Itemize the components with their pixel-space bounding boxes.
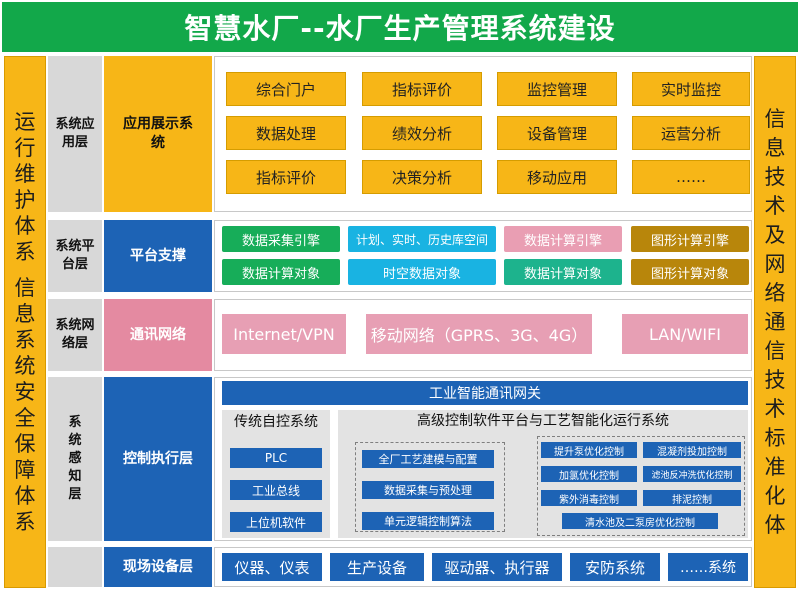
traditional-item-scada: 上位机软件	[230, 512, 322, 532]
advanced-right-group	[537, 436, 745, 536]
left-side-label: 运 行 维 护 体 系 信 息 系 统 安 全 保 障 体 系	[4, 56, 46, 588]
network-item-internet-vpn: Internet/VPN	[222, 314, 346, 354]
left-side-char: 体	[14, 214, 36, 238]
layer-label-application: 系统应用层	[48, 56, 102, 212]
right-side-char: 及	[764, 222, 786, 247]
left-side-char: 系	[14, 510, 36, 534]
traditional-item-plc: PLC	[230, 448, 322, 468]
field-item-production: 生产设备	[330, 553, 424, 581]
advanced-control-title: 高级控制软件平台与工艺智能化运行系统	[417, 413, 669, 429]
right-side-char: 术	[764, 396, 786, 421]
adv-item-plant-modeling: 全厂工艺建模与配置	[362, 450, 494, 468]
left-side-char: 息	[14, 302, 36, 326]
right-side-char: 网	[764, 251, 786, 276]
platform-item-data-collect-engine: 数据采集引擎	[222, 226, 340, 252]
app-item-mobile: 移动应用	[497, 160, 617, 194]
right-side-char: 络	[764, 280, 786, 305]
left-side-char: 维	[14, 162, 36, 186]
right-side-char: 信	[764, 106, 786, 131]
right-side-char: 息	[764, 135, 786, 160]
app-item-equipment: 设备管理	[497, 116, 617, 150]
adv-item-backwash: 滤池反冲洗优化控制	[643, 466, 741, 482]
field-item-more-systems: ……系统	[668, 553, 748, 581]
page-title: 智慧水厂--水厂生产管理系统建设	[2, 2, 798, 52]
network-item-mobile: 移动网络（GPRS、3G、4G）	[366, 314, 592, 354]
sublayer-comm-network: 通讯网络	[104, 299, 212, 371]
adv-item-chlorination: 加氯优化控制	[541, 466, 637, 482]
left-side-char: 保	[14, 432, 36, 456]
app-item-decision: 决策分析	[362, 160, 482, 194]
app-item-performance: 绩效分析	[362, 116, 482, 150]
platform-item-graphic-compute-engine: 图形计算引擎	[631, 226, 749, 252]
field-layer-left-block	[48, 547, 102, 587]
platform-item-data-compute-engine: 数据计算引擎	[504, 226, 622, 252]
platform-item-spatiotemporal-object: 时空数据对象	[348, 259, 496, 285]
left-side-char: 运	[14, 110, 36, 134]
adv-item-coagulant-dosing: 混凝剂投加控制	[643, 442, 741, 458]
right-side-char: 化	[764, 483, 786, 508]
app-item-operations: 运营分析	[632, 116, 750, 150]
sublayer-control-execution: 控制执行层	[104, 377, 212, 541]
left-side-char: 护	[14, 188, 36, 212]
left-side-char: 系	[14, 240, 36, 264]
left-side-char: 系	[14, 328, 36, 352]
right-side-label: 信 息 技 术 及 网 络 通 信 技 术 标 准 化 体	[754, 56, 796, 588]
traditional-item-fieldbus: 工业总线	[230, 480, 322, 500]
right-side-char: 标	[764, 425, 786, 450]
app-item-indicator: 指标评价	[362, 72, 482, 106]
layer-label-perception: 系统感知层	[48, 377, 102, 541]
left-side-char: 信	[14, 276, 36, 300]
layer-label-network: 系统网络层	[48, 299, 102, 371]
layer-label-platform: 系统平台层	[48, 220, 102, 292]
traditional-control-title: 传统自控系统	[234, 414, 318, 430]
platform-item-data-compute-object: 数据计算对象	[222, 259, 340, 285]
adv-item-clearwater-pump: 清水池及二泵房优化控制	[562, 513, 718, 529]
field-item-security: 安防系统	[570, 553, 660, 581]
app-item-monitor-mgmt: 监控管理	[497, 72, 617, 106]
app-item-data-processing: 数据处理	[226, 116, 346, 150]
app-item-realtime-monitor: 实时监控	[632, 72, 750, 106]
adv-item-sludge-discharge: 排泥控制	[643, 490, 741, 506]
sublayer-field-equipment: 现场设备层	[104, 547, 212, 587]
platform-item-data-compute-object-2: 数据计算对象	[504, 259, 622, 285]
app-item-more: ……	[632, 160, 750, 194]
left-side-char: 障	[14, 458, 36, 482]
adv-item-logic-control: 单元逻辑控制算法	[362, 512, 494, 530]
left-side-char: 行	[14, 136, 36, 160]
field-item-drivers: 驱动器、执行器	[432, 553, 562, 581]
sublayer-platform-support: 平台支撑	[104, 220, 212, 292]
adv-item-data-preprocessing: 数据采集与预处理	[362, 481, 494, 499]
adv-item-uv-disinfection: 紫外消毒控制	[541, 490, 637, 506]
left-side-char: 全	[14, 406, 36, 430]
app-item-indicator-2: 指标评价	[226, 160, 346, 194]
field-item-instruments: 仪器、仪表	[222, 553, 322, 581]
left-side-char: 统	[14, 354, 36, 378]
platform-item-history-db: 计划、实时、历史库空间	[348, 226, 496, 252]
network-item-lan-wifi: LAN/WIFI	[622, 314, 748, 354]
left-side-char: 体	[14, 484, 36, 508]
platform-item-graphic-compute-object: 图形计算对象	[631, 259, 749, 285]
right-side-char: 准	[764, 454, 786, 479]
sublayer-application-display: 应用展示系统	[104, 56, 212, 212]
right-side-char: 技	[764, 164, 786, 189]
right-side-char: 通	[764, 309, 786, 334]
right-side-char: 体	[764, 512, 786, 537]
right-side-char: 技	[764, 367, 786, 392]
left-side-char: 安	[14, 380, 36, 404]
right-side-char: 信	[764, 338, 786, 363]
advanced-left-group	[355, 442, 505, 532]
right-side-char: 术	[764, 193, 786, 218]
industrial-gateway: 工业智能通讯网关	[222, 381, 748, 405]
app-item-portal: 综合门户	[226, 72, 346, 106]
adv-item-pump-optimization: 提升泵优化控制	[541, 442, 637, 458]
